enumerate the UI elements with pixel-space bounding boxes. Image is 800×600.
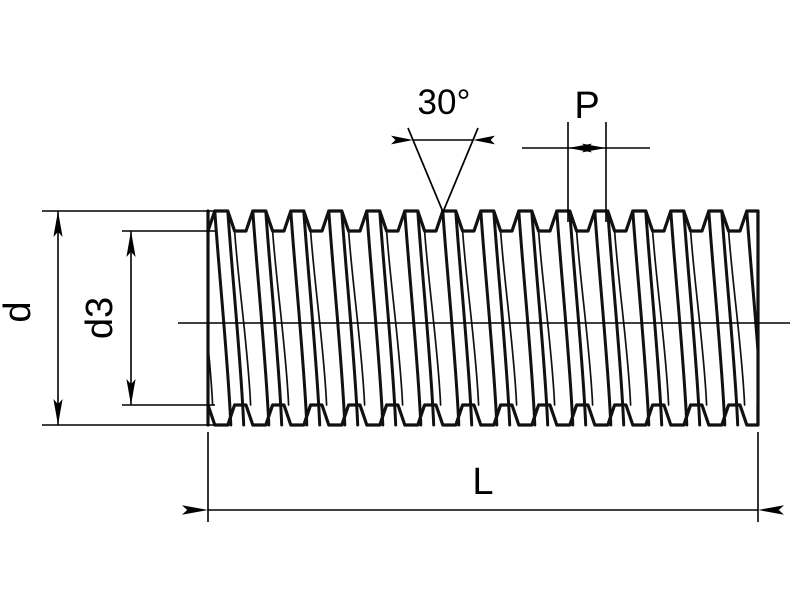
thread-flank-trailing (340, 209, 360, 427)
dimension-label-angle: 30° (418, 83, 471, 122)
thread-flank-trailing (644, 209, 664, 427)
thread-flank-leading (403, 209, 423, 427)
p-arrow-right (582, 143, 606, 153)
thread-flank-trailing (454, 209, 474, 427)
d-arrow-down (53, 399, 63, 425)
thread-flank-trailing (264, 209, 284, 427)
d3-arrow-up (126, 231, 136, 257)
l-arrow-right (758, 505, 784, 515)
dimension-flank-angle: 30° (391, 83, 495, 213)
thread-flank-trailing (682, 209, 702, 427)
thread-root-line (423, 230, 442, 406)
threaded-rod-body (177, 209, 800, 427)
dimension-label-l: L (472, 461, 493, 503)
dimension-pitch: P (522, 85, 650, 222)
thread-root-line (537, 230, 556, 406)
angle-leg-right (442, 127, 479, 213)
thread-flank-trailing (416, 209, 436, 427)
thread-flank-leading (213, 209, 233, 427)
rod-end-faces (206, 209, 760, 427)
thread-flank-trailing (302, 209, 322, 427)
angle-arrow-left (391, 135, 413, 145)
thread-flank-trailing (530, 209, 550, 427)
thread-flank-leading (785, 211, 800, 425)
dimension-label-d: d (0, 301, 39, 322)
thread-flank-leading (631, 209, 651, 427)
thread-root-line (385, 230, 404, 406)
dimension-label-d3: d3 (79, 297, 121, 339)
thread-root-line (651, 230, 670, 406)
angle-leg-left (407, 127, 444, 213)
angle-arrow-right (473, 135, 495, 145)
thread-root-line (271, 230, 290, 406)
thread-flank-leading (517, 209, 537, 427)
thread-flank-trailing (760, 211, 776, 425)
thread-flank-leading (289, 209, 309, 427)
thread-flank-trailing (378, 209, 398, 427)
thread-flank-leading (479, 209, 499, 427)
dimension-major-diameter: d (0, 210, 215, 426)
thread-root-line (767, 231, 783, 405)
thread-root-line (309, 230, 328, 406)
thread-flank-leading (441, 209, 461, 427)
thread-root-line (461, 230, 480, 406)
thread-flank-leading (669, 209, 689, 427)
thread-flank-leading (707, 209, 727, 427)
thread-root-line (575, 230, 594, 406)
thread-flank-trailing (492, 209, 512, 427)
thread-flank-leading (251, 209, 271, 427)
thread-flank-trailing (606, 209, 626, 427)
thread-flank-trailing (568, 209, 588, 427)
thread-flank-leading (555, 209, 575, 427)
thread-flank-leading (593, 209, 613, 427)
thread-root-line (727, 230, 746, 406)
thread-flank-leading (745, 209, 758, 370)
thread-flank-trailing (720, 209, 740, 427)
thread-root-line (689, 230, 708, 406)
dimension-core-diameter: d3 (79, 230, 215, 406)
thread-flank-leading (327, 209, 347, 427)
thread-root-line (208, 336, 214, 406)
dimension-label-p: P (574, 85, 599, 127)
thread-flank-leading (365, 209, 385, 427)
thread-flank-trailing (226, 209, 246, 427)
d-arrow-up (53, 211, 63, 237)
d3-arrow-down (126, 379, 136, 405)
thread-crest-profile-bottom (208, 403, 758, 427)
thread-root-line (613, 230, 632, 406)
thread-root-line (233, 230, 252, 406)
thread-root-line (499, 230, 518, 406)
dimension-length: L (182, 432, 784, 522)
l-arrow-left (182, 505, 208, 515)
thread-flank-trailing (190, 211, 206, 425)
thread-root-line (347, 230, 366, 406)
thread-flank-leading (177, 211, 193, 425)
